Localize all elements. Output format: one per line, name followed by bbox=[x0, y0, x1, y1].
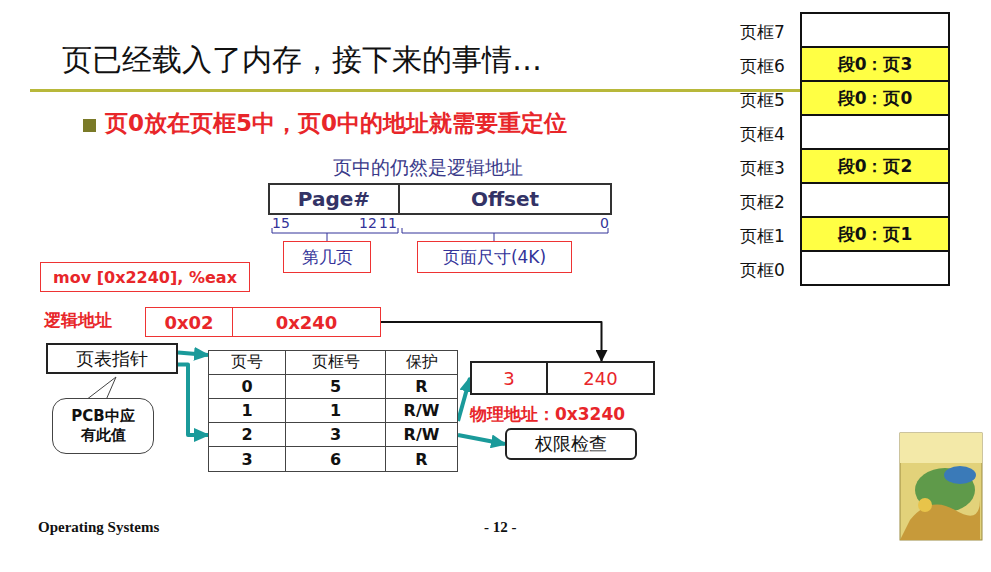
box-text: mov [0x2240], %eax bbox=[53, 268, 237, 287]
callout-tail bbox=[86, 377, 116, 400]
frame-content: 段0：页1 bbox=[838, 223, 913, 246]
box-text: 页表指针 bbox=[76, 347, 148, 371]
note-box: 第几页 bbox=[283, 241, 371, 273]
frame-content: 段0：页0 bbox=[838, 87, 913, 110]
table-cell: R/W bbox=[386, 399, 458, 423]
page-field: 0x02 bbox=[145, 307, 233, 337]
box-text: Offset bbox=[471, 187, 539, 211]
offset-value-field: 0x240 bbox=[233, 307, 381, 337]
bit-brackets bbox=[272, 228, 608, 241]
table-cell: 1 bbox=[209, 399, 286, 423]
table-cell: 0 bbox=[209, 375, 286, 399]
table-cell: 3 bbox=[209, 447, 286, 472]
table-cell: 页号 bbox=[209, 351, 286, 375]
offset-field: Offset bbox=[400, 183, 612, 215]
lookup-arrow bbox=[178, 365, 208, 436]
pointer-box: 页表指针 bbox=[46, 343, 178, 374]
table-cell: R bbox=[386, 447, 458, 472]
frame-label: 页框7 bbox=[740, 21, 785, 44]
table-cell: 1 bbox=[286, 399, 386, 423]
lookup-arrow bbox=[458, 435, 505, 444]
page-frame: 页框6段0：页3 bbox=[800, 46, 950, 82]
logical-address-label: 逻辑地址 bbox=[44, 309, 112, 332]
frame-label: 页框2 bbox=[740, 191, 785, 214]
page-frame: 页框3段0：页2 bbox=[800, 148, 950, 184]
bullet-square bbox=[83, 119, 96, 132]
check-box: 权限检查 bbox=[505, 428, 637, 460]
page-frame: 页框0 bbox=[800, 250, 950, 286]
box-text: 240 bbox=[583, 368, 617, 389]
page-frame: 页框4 bbox=[800, 114, 950, 150]
frame-label: 页框0 bbox=[740, 259, 785, 282]
frame-field: 3 bbox=[470, 361, 548, 395]
bit-number: 0 bbox=[600, 215, 609, 231]
instruction-box: mov [0x2240], %eax bbox=[40, 262, 250, 292]
page-frame: 页框1段0：页1 bbox=[800, 216, 950, 252]
frame-label: 页框3 bbox=[740, 157, 785, 180]
frame-label: 页框5 bbox=[740, 89, 785, 112]
page-table: 页号页框号保护05R11R/W23R/W36R bbox=[208, 350, 458, 472]
frame-content: 段0：页3 bbox=[838, 53, 913, 76]
table-cell: 保护 bbox=[386, 351, 458, 375]
frame-label: 页框4 bbox=[740, 123, 785, 146]
lookup-arrow bbox=[458, 378, 470, 421]
bullet-text: 页0放在页框5中，页0中的地址就需要重定位 bbox=[105, 108, 567, 139]
table-cell: 6 bbox=[286, 447, 386, 472]
book-cover bbox=[900, 433, 982, 540]
table-cell: 页框号 bbox=[286, 351, 386, 375]
table-cell: 5 bbox=[286, 375, 386, 399]
frame-label: 页框6 bbox=[740, 55, 785, 78]
bit-number: 15 bbox=[272, 215, 290, 231]
box-text: PCB中应有此值 bbox=[69, 407, 137, 446]
bit-number: 11 bbox=[379, 215, 397, 231]
box-text: 页面尺寸(4K) bbox=[443, 246, 546, 269]
box-text: Page# bbox=[298, 187, 370, 211]
callout-bubble: PCB中应有此值 bbox=[52, 398, 154, 454]
box-text: 权限检查 bbox=[535, 432, 607, 456]
page-frame: 页框5段0：页0 bbox=[800, 80, 950, 116]
title-rule bbox=[30, 89, 800, 92]
box-text: 第几页 bbox=[302, 246, 353, 269]
box-text: 0x02 bbox=[164, 312, 213, 333]
bit-number: 12 bbox=[359, 215, 377, 231]
page-frame: 页框2 bbox=[800, 182, 950, 218]
frame-label: 页框1 bbox=[740, 225, 785, 248]
footer-text: Operating Systems bbox=[38, 519, 159, 536]
table-cell: R/W bbox=[386, 423, 458, 447]
lookup-arrow bbox=[178, 353, 208, 356]
box-text: 0x240 bbox=[276, 312, 338, 333]
note-box: 页面尺寸(4K) bbox=[417, 241, 572, 273]
box-text: 3 bbox=[503, 368, 514, 389]
table-cell: 2 bbox=[209, 423, 286, 447]
page-number: - 12 - bbox=[484, 519, 517, 536]
subtitle-text: 页中的仍然是逻辑地址 bbox=[333, 155, 523, 181]
table-cell: R bbox=[386, 375, 458, 399]
page-number-field: Page# bbox=[268, 183, 400, 215]
physical-address-label: 物理地址：0x3240 bbox=[470, 403, 625, 426]
offset-value-field: 240 bbox=[548, 361, 655, 395]
slide-title: 页已经载入了内存，接下来的事情… bbox=[62, 40, 542, 81]
frame-content: 段0：页2 bbox=[838, 155, 913, 178]
table-cell: 3 bbox=[286, 423, 386, 447]
page-frame: 页框7 bbox=[800, 12, 950, 48]
